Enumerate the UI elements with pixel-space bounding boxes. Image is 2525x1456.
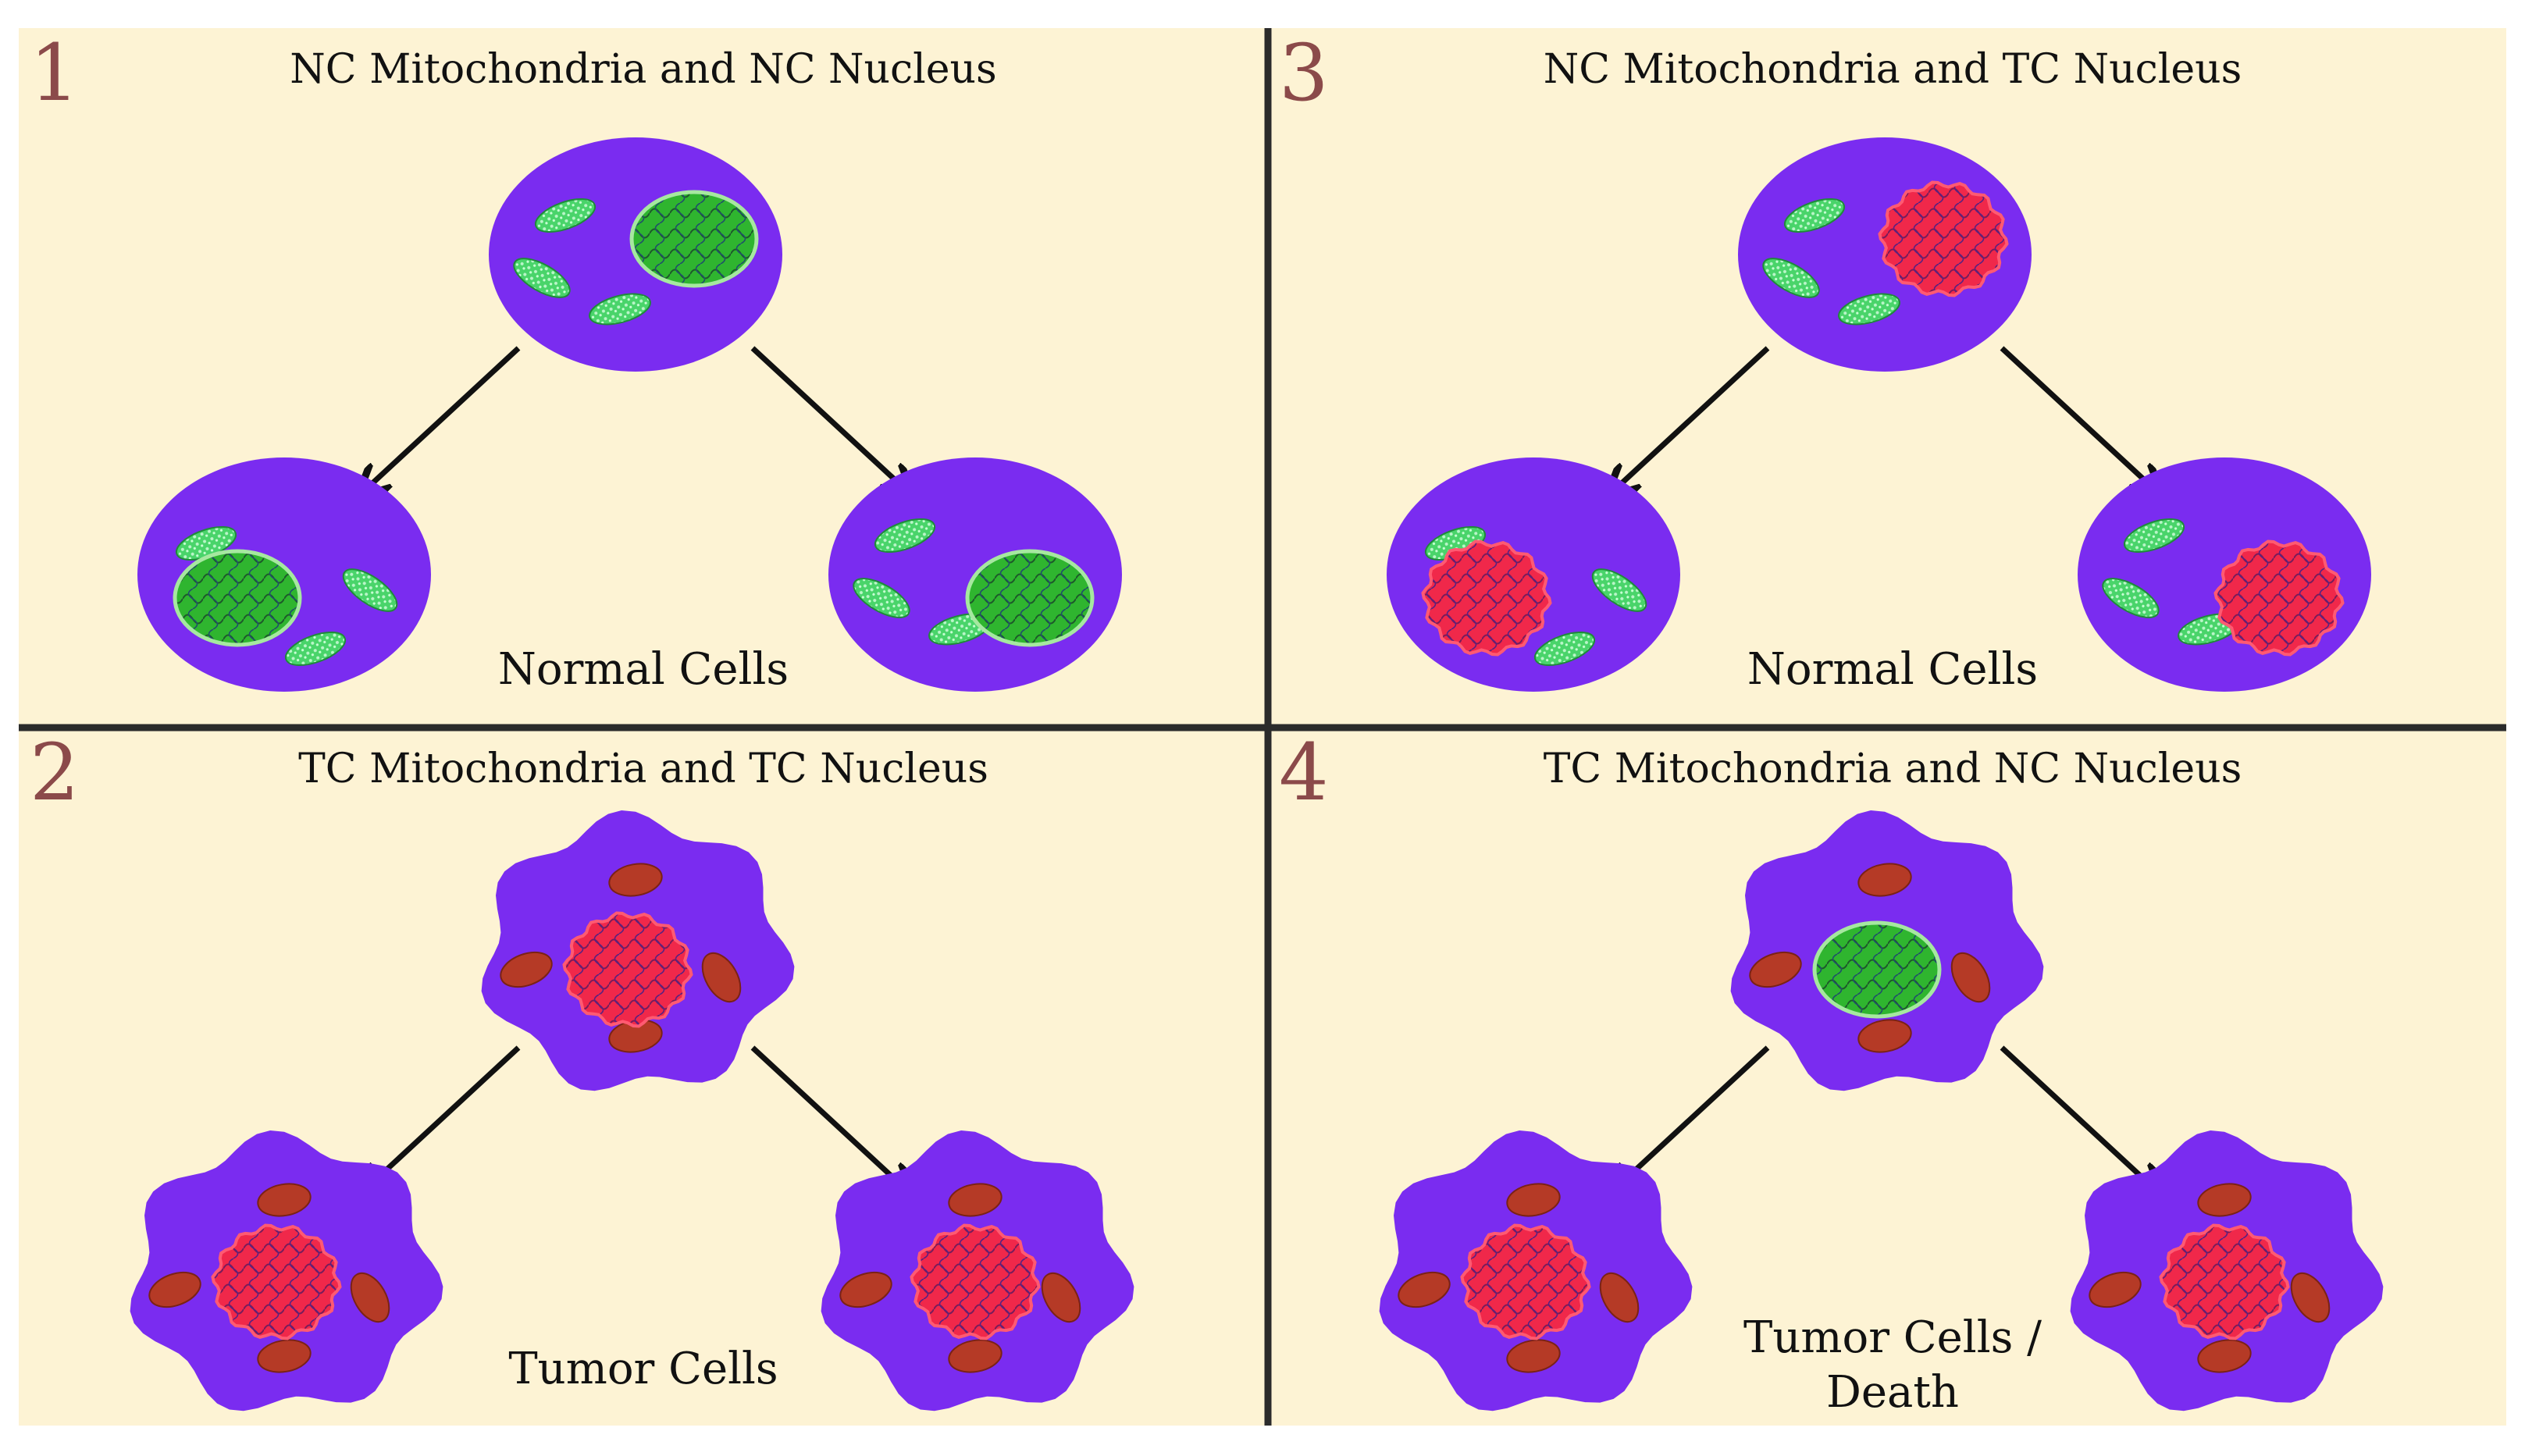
nucleus-red-icon (2213, 539, 2345, 657)
cell (130, 1130, 443, 1412)
cell (828, 457, 1122, 692)
cell-group-label: Tumor Cells / (1743, 1312, 2042, 1363)
mitochondrion-icon (2102, 578, 2160, 618)
nucleus-green-icon (1812, 920, 1942, 1019)
mitochondrion-icon (513, 258, 571, 298)
mitochondrion-icon (1398, 1271, 1451, 1308)
mitochondrion-icon (948, 1183, 1003, 1217)
nucleus-red-icon (910, 1223, 1041, 1340)
mitochondrion-icon (534, 198, 597, 233)
mitochondrion-icon (1506, 1183, 1561, 1217)
arrow-left-icon (362, 346, 521, 493)
mitochondrion-icon (1857, 1019, 1912, 1053)
nucleus-red-icon (211, 1223, 342, 1340)
mitochondrion-icon (257, 1183, 312, 1217)
cell (481, 810, 795, 1091)
mitochondrion-icon (1783, 198, 1846, 233)
mitochondrion-icon (608, 863, 663, 897)
mitochondrion-icon (2197, 1339, 2252, 1373)
mitochondrion-icon (350, 1272, 390, 1323)
mitochondrion-icon (1762, 258, 1820, 298)
cell (1730, 810, 2044, 1091)
panel-number: 1 (30, 27, 80, 119)
mitochondrion-icon (284, 631, 347, 667)
mitochondrion-icon (1591, 568, 1647, 612)
mitochondrion-icon (1749, 951, 1802, 988)
arrow-left-icon (1612, 346, 1770, 493)
mitochondrion-icon (342, 568, 398, 612)
mitochondrion-icon (1533, 631, 1596, 667)
nucleus-red-icon (562, 911, 693, 1028)
mitochondrion-icon (1950, 952, 1991, 1003)
nucleus-red-icon (1878, 180, 2009, 297)
mitochondrion-icon (839, 1271, 892, 1308)
mitochondrion-icon (2197, 1183, 2252, 1217)
arrow-right-icon (750, 346, 909, 493)
panel-title: TC Mitochondria and TC Nucleus (298, 746, 988, 792)
arrow-right-icon (2000, 1045, 2158, 1192)
panel-title: NC Mitochondria and NC Nucleus (290, 46, 996, 93)
panel-number: 2 (30, 727, 80, 818)
mitochondrion-icon (589, 293, 651, 326)
mitochondrion-icon (500, 951, 553, 988)
mitochondrion-icon (948, 1339, 1003, 1373)
mitochondrion-icon (257, 1339, 312, 1373)
cell-group-label: Tumor Cells (508, 1344, 778, 1394)
mitochondrion-icon (1838, 293, 1900, 326)
nucleus-red-icon (1421, 539, 1552, 657)
cell (1379, 1130, 1693, 1412)
mitochondrion-icon (2290, 1272, 2331, 1323)
cell-group-label: Normal Cells (1747, 644, 2038, 695)
arrow-right-icon (750, 1045, 909, 1192)
nucleus-green-icon (629, 190, 759, 288)
cell (1738, 137, 2032, 372)
mitochondrion-icon (1041, 1272, 1081, 1323)
cell (489, 137, 782, 372)
panel-title: TC Mitochondria and NC Nucleus (1544, 746, 2242, 792)
cell (2078, 457, 2371, 692)
nucleus-red-icon (1460, 1223, 1591, 1340)
cell (821, 1130, 1134, 1412)
cell-group-label: Normal Cells (498, 644, 789, 695)
nucleus-green-icon (173, 549, 302, 647)
mitochondrion-icon (1506, 1339, 1561, 1373)
mitochondrion-icon (1857, 863, 1912, 897)
mitochondrion-icon (874, 518, 936, 554)
nucleus-red-icon (2159, 1223, 2290, 1340)
mitochondrion-icon (2123, 518, 2185, 554)
panel-number: 3 (1279, 27, 1329, 119)
nucleus-green-icon (965, 549, 1095, 647)
mitochondrion-icon (148, 1271, 201, 1308)
mitochondrion-icon (701, 952, 742, 1003)
panel-number: 4 (1279, 727, 1329, 818)
cell (2070, 1130, 2384, 1412)
cell (137, 457, 431, 692)
cell-group-label: Death (1826, 1367, 1959, 1418)
mitochondrion-icon (1599, 1272, 1640, 1323)
panel-title: NC Mitochondria and TC Nucleus (1544, 46, 2242, 93)
cell (1387, 457, 1680, 692)
arrow-right-icon (2000, 346, 2158, 493)
mitochondrion-icon (2089, 1271, 2142, 1308)
mitochondrion-icon (853, 578, 910, 618)
